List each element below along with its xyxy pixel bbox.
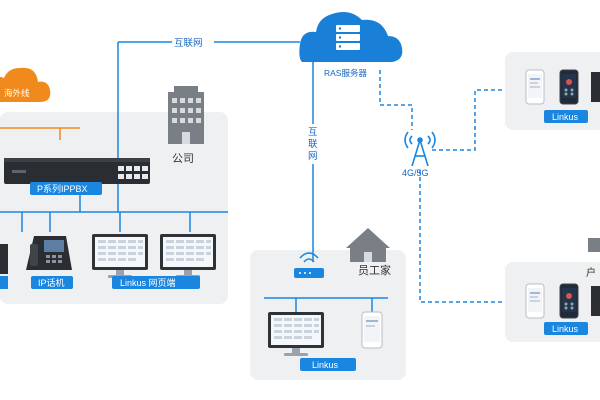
building-icon: [168, 86, 204, 144]
smartphone-icon: [525, 283, 545, 319]
pbx-label: P系列IPPBX: [37, 183, 88, 194]
ip-phone-label-badge: [31, 276, 73, 289]
linkus-remote-bottom-label: Linkus: [552, 324, 579, 334]
mobile-network-label: 4G/5G: [402, 168, 429, 178]
house-icon: [588, 238, 600, 252]
linkus-home-badge: [300, 358, 356, 371]
cloud-icon: [0, 67, 51, 102]
wireless-links: [379, 70, 505, 303]
ip-phone-icon: [26, 236, 72, 270]
linkus-remote-bottom-badge: [544, 322, 588, 335]
smartphone-icon: [559, 283, 579, 319]
employee-home-label: 员工家: [358, 263, 391, 277]
internet-label: 互联网: [174, 38, 203, 49]
server-icon: [336, 25, 360, 50]
ras-server-label: RAS服务器: [324, 68, 367, 78]
smartphone-icon: [361, 311, 383, 349]
remote-location-label: 户: [586, 266, 596, 279]
remote-panel-bottom: [505, 262, 600, 342]
linkus-remote-top-label: Linkus: [552, 112, 579, 122]
linkus-web-badge: [112, 276, 200, 289]
linkus-remote-top-badge: [544, 110, 588, 123]
smartphone-icon: [525, 69, 545, 105]
linkus-web-label: Linkus 网页端: [120, 277, 176, 288]
desk-phone-partial: [0, 244, 8, 274]
company-label: 公司: [172, 153, 194, 165]
smartphone-icon: [559, 69, 579, 105]
cell-tower-icon: [404, 131, 436, 167]
internet-vertical-label: 互 联 网: [308, 127, 320, 162]
ip-phone-label: IP话机: [38, 277, 65, 288]
external-line-label: 海外线: [4, 88, 30, 98]
linkus-home-label: Linkus: [312, 360, 339, 370]
router-icon: [294, 252, 324, 278]
house-icon: [346, 228, 390, 262]
pbx-label-badge: [30, 182, 102, 195]
pbx-icon: [4, 158, 150, 184]
